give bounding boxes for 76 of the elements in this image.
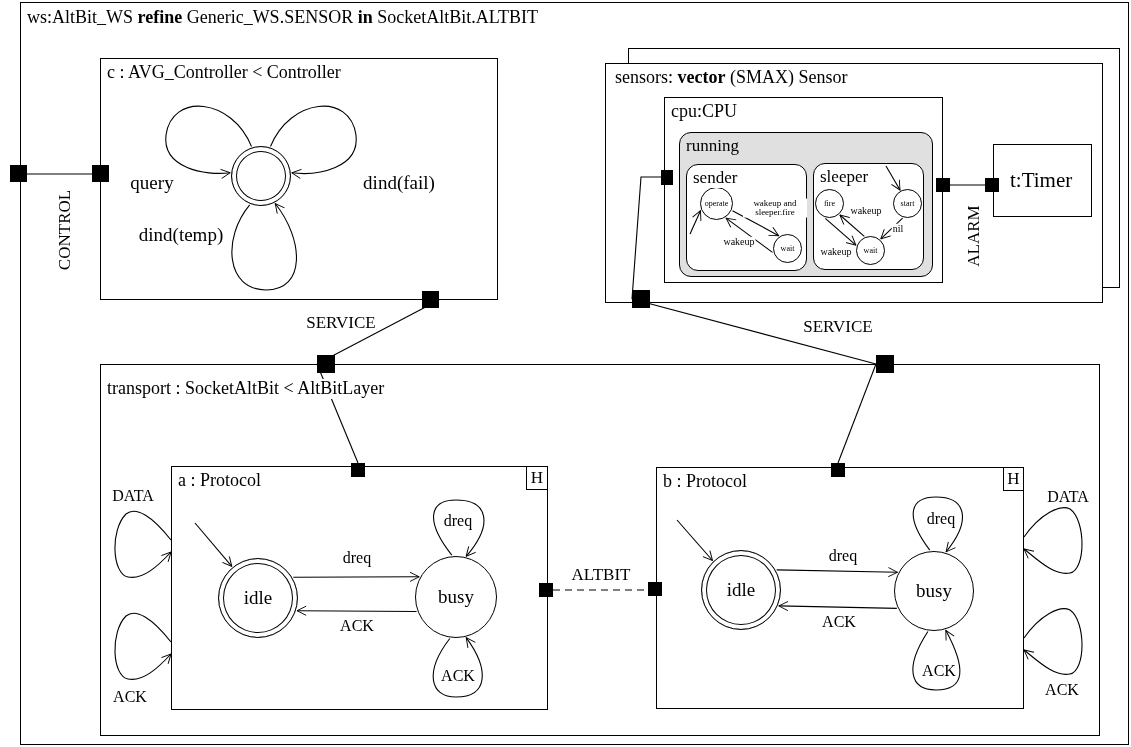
state-label: busy xyxy=(916,580,952,602)
state-label: idle xyxy=(243,587,273,609)
transition-arrow xyxy=(824,217,857,246)
transition-arrow xyxy=(880,217,904,240)
state-circle xyxy=(815,189,844,218)
state-label: idle xyxy=(726,579,756,601)
box-title: sender xyxy=(693,169,738,188)
state-circle xyxy=(893,189,922,218)
state-circle xyxy=(773,234,802,263)
port-square xyxy=(351,463,365,477)
port-square xyxy=(648,582,662,596)
transition-arrow xyxy=(912,496,963,553)
transition-arrow xyxy=(676,519,714,562)
final-state-circle xyxy=(231,146,291,206)
transition-arrow xyxy=(1023,608,1083,675)
connector-line xyxy=(631,298,877,365)
state-label: wait xyxy=(780,244,795,253)
state-region xyxy=(679,132,933,277)
state-label: wait xyxy=(863,246,878,255)
transition-arrow xyxy=(1023,507,1083,574)
edge-label: wakeup and sleeper.fire xyxy=(743,198,807,218)
box-title: running xyxy=(686,137,739,156)
port-square xyxy=(317,355,335,373)
edge-label: dind(temp) xyxy=(137,225,225,245)
connector-line xyxy=(631,176,662,300)
transition-arrow xyxy=(114,612,172,680)
box-title: cpu:CPU xyxy=(671,102,737,122)
edge-label: wakeup xyxy=(849,205,883,217)
transition-arrow xyxy=(194,522,233,567)
edge-label: dreq xyxy=(827,547,859,565)
port-square xyxy=(92,165,109,182)
state-label: start xyxy=(900,199,915,208)
state-label: H xyxy=(530,468,544,488)
port-square xyxy=(985,178,999,192)
edge-label: dreq xyxy=(442,512,474,530)
state-circle xyxy=(700,187,733,220)
transition-arrow xyxy=(689,210,702,235)
transition-arrow xyxy=(731,210,780,237)
box-title: c : AVG_Controller < Controller xyxy=(107,63,341,83)
state-label: fire xyxy=(823,199,836,208)
edge-label: dreq xyxy=(925,510,957,528)
transition-arrow xyxy=(885,165,901,191)
transition-arrow xyxy=(432,637,483,698)
state-region xyxy=(686,164,807,271)
transition-arrow xyxy=(433,499,485,557)
edge-label: dind(fail) xyxy=(362,173,436,193)
box-title: transport : SocketAltBit < AltBitLayer xyxy=(107,379,385,399)
connector-line xyxy=(949,184,986,186)
edge-label: wakeup xyxy=(722,236,756,248)
connector-line xyxy=(26,173,93,175)
edge-label: nil xyxy=(891,223,905,235)
box-title: sleeper xyxy=(820,168,869,187)
port-square xyxy=(539,583,553,597)
transition-arrow xyxy=(231,202,297,291)
port-square xyxy=(422,291,439,308)
edge-label: dreq xyxy=(341,549,373,567)
port-square xyxy=(936,178,950,192)
connector-line xyxy=(316,299,440,365)
box-title: ws:AltBit_WS refine Generic_WS.SENSOR in SocketAltBit.ALTBIT xyxy=(27,8,538,28)
state-circle xyxy=(856,236,885,265)
transition-arrow xyxy=(839,214,865,237)
state-label: operate xyxy=(704,199,729,208)
port-square xyxy=(876,355,894,373)
state-region xyxy=(813,163,924,270)
port-square xyxy=(661,170,673,185)
edge-label: wakeup xyxy=(819,246,853,258)
box-title: sensors: vector (SMAX) Sensor xyxy=(615,68,848,88)
transition-arrow xyxy=(114,510,172,578)
port-square xyxy=(831,463,845,477)
connector-line xyxy=(316,363,359,464)
port-square xyxy=(10,165,27,182)
transition-arrow xyxy=(912,629,961,691)
state-label: busy xyxy=(438,586,474,608)
state-label: H xyxy=(1007,469,1020,489)
transition-arrow xyxy=(725,217,774,253)
connector-line xyxy=(837,363,877,464)
